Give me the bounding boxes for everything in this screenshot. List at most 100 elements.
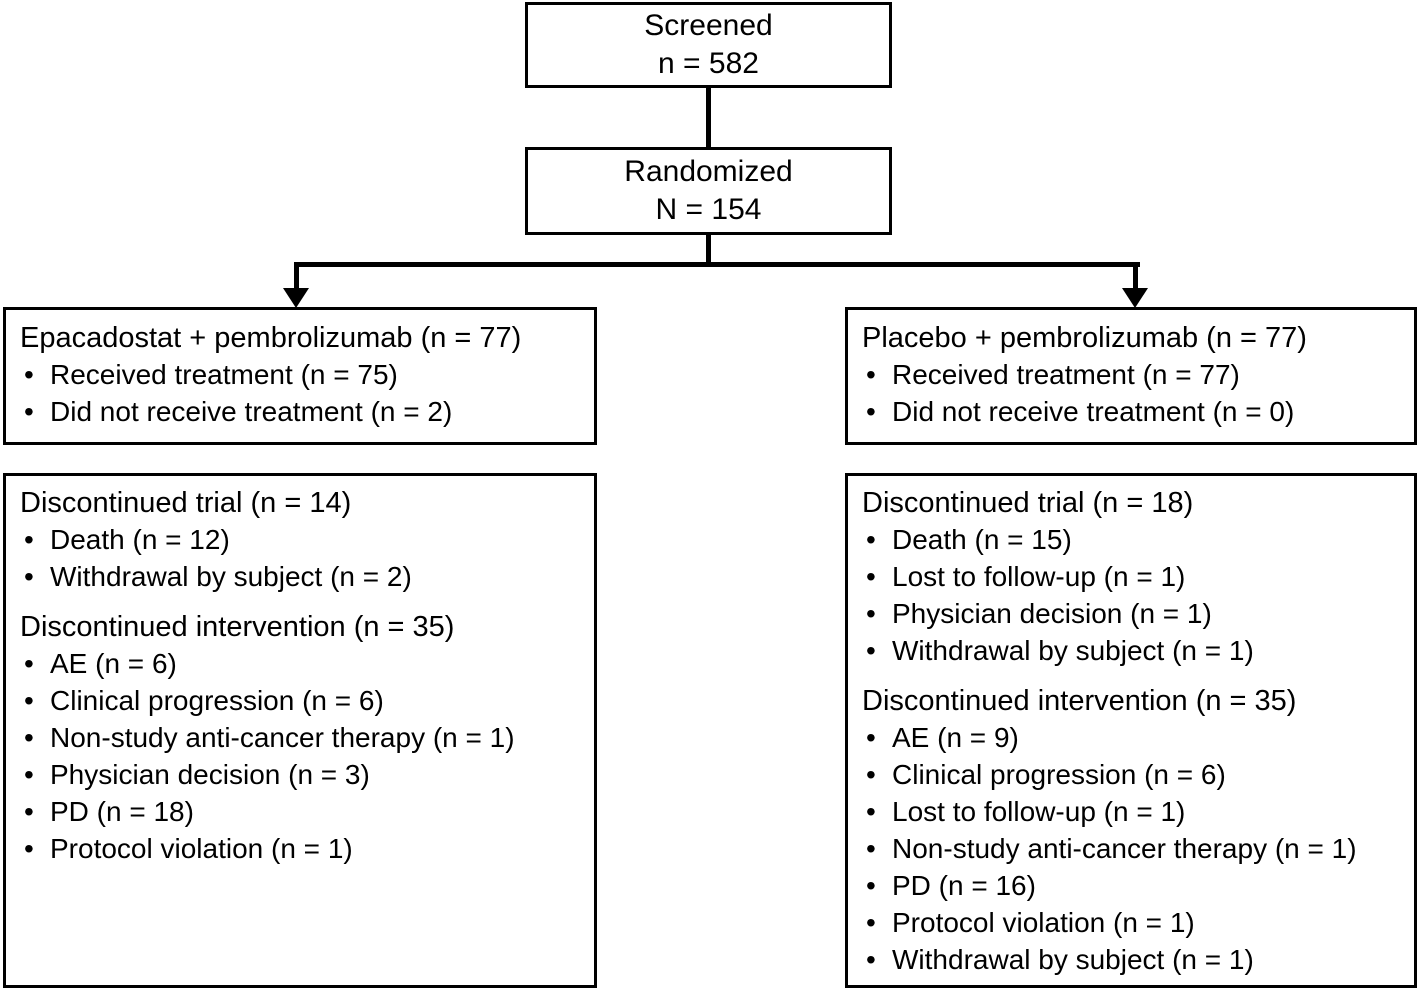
bullet-icon: • xyxy=(866,944,876,975)
list-item-label: Protocol violation (n = 1) xyxy=(50,833,353,864)
list-item-label: Physician decision (n = 3) xyxy=(50,759,370,790)
list-item-label: Non-study anti-cancer therapy (n = 1) xyxy=(50,722,515,753)
node-arm-epacadostat: Epacadostat + pembrolizumab (n = 77) • Re… xyxy=(3,307,597,445)
list-item-label: Lost to follow-up (n = 1) xyxy=(892,561,1186,592)
discontinued-trial-header: Discontinued trial (n = 14) xyxy=(20,487,352,519)
discontinued-intervention-list: • AE (n = 6) • Clinical progression (n = 6… xyxy=(20,645,594,867)
list-item: • Withdrawal by subject (n = 2) xyxy=(20,558,594,595)
connector-split-bar xyxy=(294,262,1140,267)
bullet-icon: • xyxy=(24,359,34,390)
list-item: • Death (n = 15) xyxy=(862,521,1414,558)
list-item-label: Non-study anti-cancer therapy (n = 1) xyxy=(892,833,1357,864)
list-item-label: Withdrawal by subject (n = 2) xyxy=(50,561,412,592)
list-item: • Withdrawal by subject (n = 1) xyxy=(862,632,1414,669)
list-item: • Received treatment (n = 77) xyxy=(862,356,1414,393)
list-item-label: Did not receive treatment (n = 2) xyxy=(50,396,453,427)
bullet-icon: • xyxy=(866,796,876,827)
bullet-icon: • xyxy=(24,722,34,753)
section-gap xyxy=(862,669,1414,683)
list-item: • Withdrawal by subject (n = 1) xyxy=(862,941,1414,978)
randomized-label: Randomized xyxy=(624,155,793,188)
list-item: • Lost to follow-up (n = 1) xyxy=(862,793,1414,830)
list-item-label: Lost to follow-up (n = 1) xyxy=(892,796,1186,827)
list-item: • Lost to follow-up (n = 1) xyxy=(862,558,1414,595)
node-discontinuation-epacadostat: Discontinued trial (n = 14) • Death (n = … xyxy=(3,473,597,988)
discontinued-intervention-header: Discontinued intervention (n = 35) xyxy=(20,611,455,643)
bullet-icon: • xyxy=(866,722,876,753)
arm-header: Placebo + pembrolizumab (n = 77) xyxy=(862,322,1307,354)
node-discontinuation-placebo: Discontinued trial (n = 18) • Death (n = … xyxy=(845,473,1417,988)
list-item: • Non-study anti-cancer therapy (n = 1) xyxy=(20,719,594,756)
node-arm-placebo: Placebo + pembrolizumab (n = 77) • Receiv… xyxy=(845,307,1417,445)
list-item: • AE (n = 6) xyxy=(20,645,594,682)
bullet-icon: • xyxy=(24,833,34,864)
discontinued-intervention-header: Discontinued intervention (n = 35) xyxy=(862,685,1297,717)
list-item-label: Received treatment (n = 77) xyxy=(892,359,1240,390)
bullet-icon: • xyxy=(866,524,876,555)
list-item: • PD (n = 18) xyxy=(20,793,594,830)
arrow-left-arm xyxy=(283,288,309,308)
bullet-icon: • xyxy=(866,833,876,864)
bullet-icon: • xyxy=(24,524,34,555)
list-item-label: Clinical progression (n = 6) xyxy=(892,759,1226,790)
list-item: • Clinical progression (n = 6) xyxy=(20,682,594,719)
arm-item-list: • Received treatment (n = 77) • Did not re… xyxy=(862,356,1414,430)
list-item-label: Withdrawal by subject (n = 1) xyxy=(892,635,1254,666)
list-item-label: Protocol violation (n = 1) xyxy=(892,907,1195,938)
list-item-label: PD (n = 18) xyxy=(50,796,194,827)
arm-header: Epacadostat + pembrolizumab (n = 77) xyxy=(20,322,522,354)
section-gap xyxy=(20,595,594,609)
list-item: • Death (n = 12) xyxy=(20,521,594,558)
list-item-label: AE (n = 6) xyxy=(50,648,177,679)
screened-count: n = 582 xyxy=(658,47,759,80)
list-item: • Received treatment (n = 75) xyxy=(20,356,594,393)
node-randomized: Randomized N = 154 xyxy=(525,147,892,235)
bullet-icon: • xyxy=(866,359,876,390)
bullet-icon: • xyxy=(866,598,876,629)
bullet-icon: • xyxy=(24,796,34,827)
list-item-label: Death (n = 12) xyxy=(50,524,230,555)
bullet-icon: • xyxy=(24,759,34,790)
list-item: • Protocol violation (n = 1) xyxy=(20,830,594,867)
list-item: • AE (n = 9) xyxy=(862,719,1414,756)
list-item-label: Clinical progression (n = 6) xyxy=(50,685,384,716)
list-item-label: Withdrawal by subject (n = 1) xyxy=(892,944,1254,975)
bullet-icon: • xyxy=(866,561,876,592)
list-item: • Clinical progression (n = 6) xyxy=(862,756,1414,793)
list-item-label: PD (n = 16) xyxy=(892,870,1036,901)
list-item: • Physician decision (n = 3) xyxy=(20,756,594,793)
list-item: • Non-study anti-cancer therapy (n = 1) xyxy=(862,830,1414,867)
list-item-label: Did not receive treatment (n = 0) xyxy=(892,396,1295,427)
screened-label: Screened xyxy=(644,9,773,42)
bullet-icon: • xyxy=(866,759,876,790)
bullet-icon: • xyxy=(866,870,876,901)
connector-left-arm-stem xyxy=(294,262,299,290)
connector-screened-to-randomized xyxy=(706,86,711,149)
arm-item-list: • Received treatment (n = 75) • Did not re… xyxy=(20,356,594,430)
discontinued-trial-header: Discontinued trial (n = 18) xyxy=(862,487,1194,519)
list-item: • PD (n = 16) xyxy=(862,867,1414,904)
bullet-icon: • xyxy=(866,396,876,427)
list-item-label: Received treatment (n = 75) xyxy=(50,359,398,390)
bullet-icon: • xyxy=(24,648,34,679)
discontinued-trial-list: • Death (n = 15) • Lost to follow-up (n = … xyxy=(862,521,1414,669)
randomized-count: N = 154 xyxy=(655,193,762,226)
bullet-icon: • xyxy=(24,685,34,716)
list-item: • Did not receive treatment (n = 0) xyxy=(862,393,1414,430)
bullet-icon: • xyxy=(866,907,876,938)
discontinued-intervention-list: • AE (n = 9) • Clinical progression (n = 6… xyxy=(862,719,1414,978)
list-item: •Physician decision (n = 1) xyxy=(862,595,1414,632)
arrow-right-arm xyxy=(1122,288,1148,308)
discontinued-trial-list: • Death (n = 12) • Withdrawal by subject (… xyxy=(20,521,594,595)
connector-right-arm-stem xyxy=(1133,262,1138,290)
list-item-label: AE (n = 9) xyxy=(892,722,1019,753)
bullet-icon: • xyxy=(866,635,876,666)
list-item: • Protocol violation (n = 1) xyxy=(862,904,1414,941)
node-screened: Screened n = 582 xyxy=(525,2,892,88)
list-item-label: Death (n = 15) xyxy=(892,524,1072,555)
bullet-icon: • xyxy=(24,396,34,427)
connector-randomized-stem xyxy=(706,233,711,265)
list-item: • Did not receive treatment (n = 2) xyxy=(20,393,594,430)
bullet-icon: • xyxy=(24,561,34,592)
